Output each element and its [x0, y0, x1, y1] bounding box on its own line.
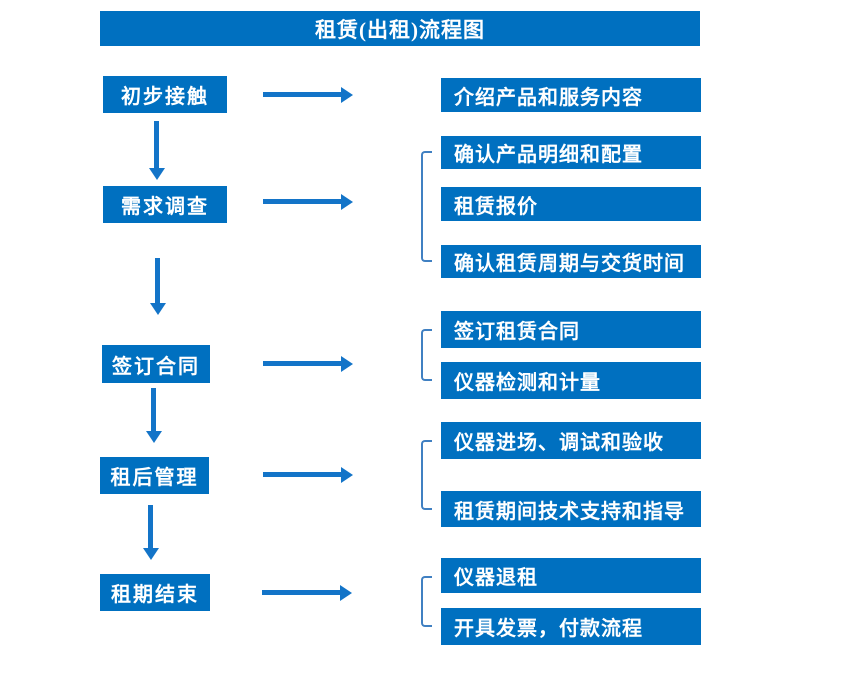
down-arrow-icon: [154, 121, 159, 169]
right-arrow-icon: [263, 92, 341, 97]
detail-box-instrument-arrival-acceptance: 仪器进场、调试和验收: [441, 422, 701, 459]
step-box-initial-contact: 初步接触: [103, 76, 227, 113]
detail-box-instrument-return: 仪器退租: [441, 558, 701, 593]
step-box-post-rental-management: 租后管理: [100, 457, 209, 494]
detail-box-invoice-payment-process: 开具发票，付款流程: [441, 608, 701, 645]
right-arrow-icon: [262, 590, 340, 595]
detail-box-instrument-testing-metering: 仪器检测和计量: [441, 362, 701, 399]
step-box-rental-end: 租期结束: [100, 574, 210, 611]
detail-box-confirm-product-details: 确认产品明细和配置: [441, 136, 701, 169]
down-arrow-icon: [148, 505, 153, 549]
group-bracket: [421, 151, 432, 262]
detail-box-sign-rental-contract: 签订租赁合同: [441, 311, 701, 348]
down-arrow-icon: [155, 258, 160, 304]
right-arrow-icon: [263, 361, 341, 366]
right-arrow-icon: [263, 199, 341, 204]
page-title: 租赁(出租)流程图: [100, 11, 700, 46]
step-box-sign-contract: 签订合同: [102, 345, 210, 383]
group-bracket: [421, 576, 432, 627]
group-bracket: [421, 329, 432, 381]
detail-box-introduce-products-services: 介绍产品和服务内容: [441, 78, 701, 112]
right-arrow-icon: [263, 472, 341, 477]
detail-box-confirm-period-delivery: 确认租赁周期与交货时间: [441, 245, 701, 278]
step-box-demand-survey: 需求调查: [103, 186, 227, 223]
group-bracket: [421, 440, 432, 510]
detail-box-rental-quotation: 租赁报价: [441, 187, 701, 221]
detail-box-technical-support-guidance: 租赁期间技术支持和指导: [441, 491, 701, 527]
down-arrow-icon: [151, 388, 156, 432]
